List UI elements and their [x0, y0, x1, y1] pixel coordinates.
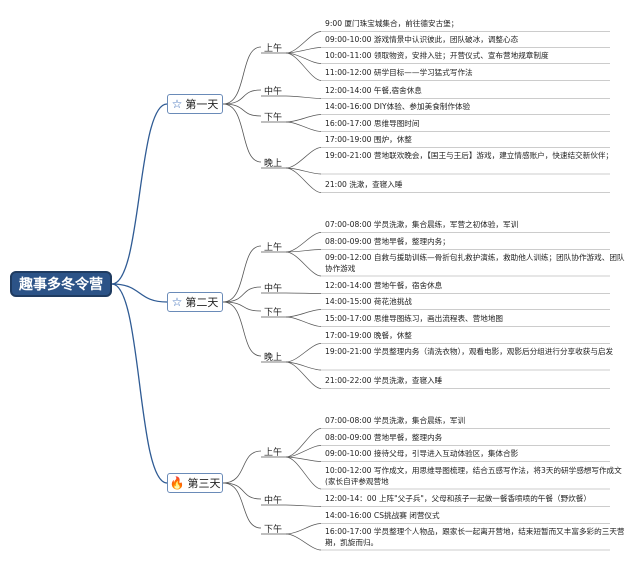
period-label[interactable]: 下午: [264, 113, 283, 123]
period-label[interactable]: 下午: [264, 308, 283, 318]
schedule-item[interactable]: 17:00-19:00 围炉，休整: [325, 135, 412, 144]
schedule-item[interactable]: 12:00-14:00 午餐,宿舍休息: [325, 86, 422, 95]
schedule-item[interactable]: 21:00-22:00 学员洗漱，查寝入睡: [325, 376, 443, 385]
schedule-item[interactable]: 09:00-10:00 游戏情景中认识彼此，团队破冰，调整心态: [325, 35, 519, 44]
schedule-item[interactable]: 11:00-12:00 研学目标——学习猛式写作法: [325, 68, 473, 77]
period-label[interactable]: 中午: [264, 87, 283, 97]
period-label[interactable]: 晚上: [264, 353, 283, 363]
period-label[interactable]: 上午: [264, 448, 283, 458]
schedule-item[interactable]: 9:00 厦门珠宝城集合，前往德安古堡；: [325, 19, 459, 28]
day-node-1[interactable]: ☆第一天: [167, 94, 223, 114]
period-label[interactable]: 晚上: [264, 159, 283, 169]
period-label[interactable]: 下午: [264, 525, 283, 535]
period-label[interactable]: 中午: [264, 496, 283, 506]
schedule-item[interactable]: 12:00-14:00 营地午餐，宿舍休息: [325, 281, 443, 290]
schedule-item[interactable]: 14:00-15:00 荷花池挑战: [325, 297, 412, 306]
schedule-item[interactable]: 08:00-09:00 营地早餐，整理内务；: [325, 237, 450, 246]
schedule-item[interactable]: 09:00-12:00 自救与援助训练—骨折包扎救护演练，救助他人训练；团队协作…: [325, 253, 625, 273]
day-node-3[interactable]: 🔥第三天: [167, 473, 223, 493]
schedule-item[interactable]: 16:00-17:00 学员整理个人物品，跟家长一起离开营地，结束短暂而又丰富多…: [325, 527, 625, 547]
root-node[interactable]: 趣事多冬令营: [10, 271, 112, 297]
period-label[interactable]: 上午: [264, 243, 283, 253]
schedule-item[interactable]: 07:00-08:00 学员洗漱，集合晨练，军营之初体验，军训: [325, 220, 519, 229]
schedule-item[interactable]: 14:00-16:00 CS挑战赛 闭营仪式: [325, 511, 440, 520]
schedule-item[interactable]: 07:00-08:00 学员洗漱，集合晨练，军训: [325, 416, 466, 425]
schedule-item[interactable]: 19:00-21:00 营地联欢晚会，【国王与王后】游戏，建立情感账户，快速结交…: [325, 151, 614, 160]
schedule-item[interactable]: 14:00-16:00 DIY体验、参加美食制作体验: [325, 102, 471, 111]
period-label[interactable]: 上午: [264, 44, 283, 54]
day-label: 第三天: [187, 477, 221, 490]
day-label: 第一天: [185, 98, 219, 111]
schedule-item[interactable]: 15:00-17:00 思维导图练习，画出流程表、营地地图: [325, 314, 504, 323]
schedule-item[interactable]: 19:00-21:00 学员整理内务（清洗衣物），观看电影，观影后分组进行分享收…: [325, 347, 614, 356]
schedule-item[interactable]: 17:00-19:00 晚餐，休整: [325, 331, 412, 340]
day-node-2[interactable]: ☆第二天: [167, 292, 223, 312]
day-label: 第二天: [185, 296, 219, 309]
schedule-item[interactable]: 10:00-11:00 领取物资，安排入驻；开营仪式、宣布营地规章制度: [325, 51, 549, 60]
schedule-item[interactable]: 16:00-17:00 思维导图时间: [325, 119, 420, 128]
star-icon: ☆: [171, 295, 183, 309]
fire-icon: 🔥: [169, 476, 185, 490]
schedule-item[interactable]: 08:00-09:00 营地早餐，整理内务: [325, 433, 443, 442]
schedule-item[interactable]: 21:00 洗漱，查寝入睡: [325, 180, 403, 189]
star-icon: ☆: [171, 97, 183, 111]
period-label[interactable]: 中午: [264, 284, 283, 294]
schedule-item[interactable]: 12:00-14：00 上阵"父子兵"，父母和孩子一起做一餐香喷喷的午餐（野炊餐…: [325, 494, 591, 503]
schedule-item[interactable]: 10:00-12:00 写作成文，用思维导图梳理，结合五感写作法，将3天的研学感…: [325, 466, 622, 486]
schedule-item[interactable]: 09:00-10:00 接待父母，引导进入互动体验区，集体合影: [325, 449, 519, 458]
